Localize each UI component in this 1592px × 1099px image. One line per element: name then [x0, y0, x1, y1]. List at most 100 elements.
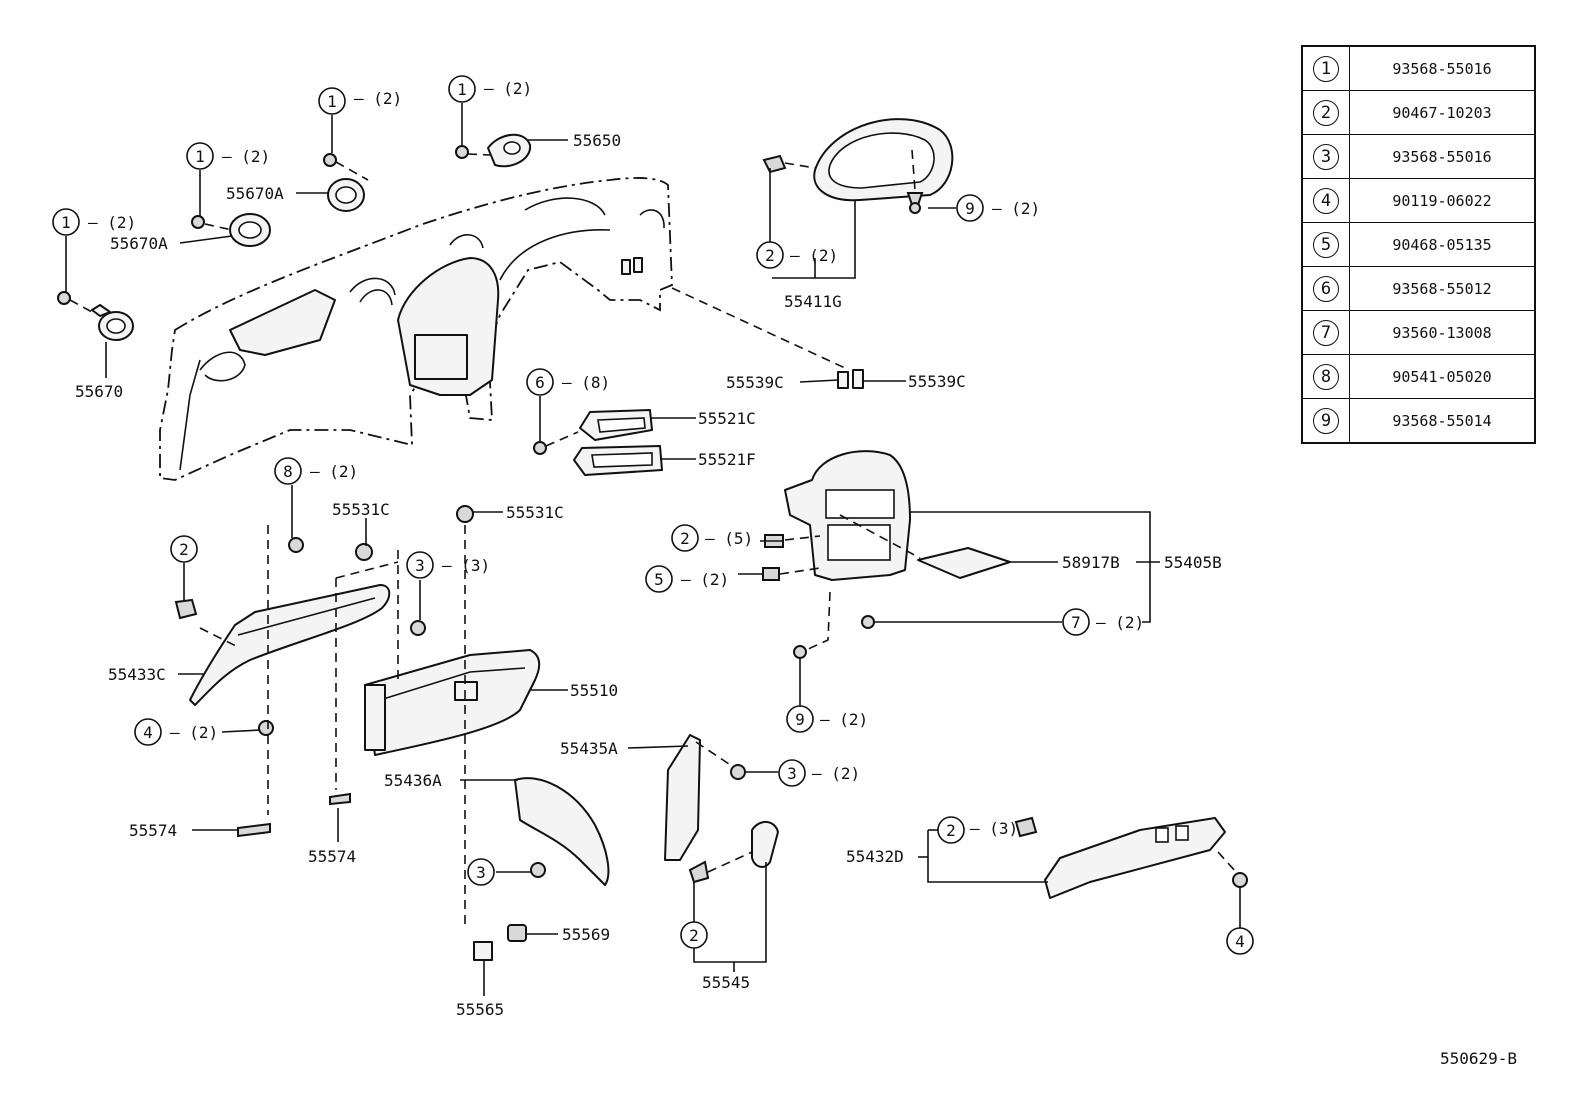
label-55569: 55569	[562, 925, 610, 944]
svg-text:– (2): – (2)	[310, 462, 358, 481]
svg-text:2: 2	[680, 529, 690, 548]
legend-row: 8 90541-05020	[1301, 354, 1536, 399]
svg-text:3: 3	[415, 556, 425, 575]
label-55670A-2: 55670A	[226, 184, 284, 203]
coin-pocket-55521F	[573, 445, 663, 476]
label-55521F: 55521F	[698, 450, 756, 469]
svg-text:1: 1	[61, 213, 71, 232]
svg-text:3: 3	[476, 863, 486, 882]
legend-index: 7	[1313, 319, 1339, 346]
svg-text:1: 1	[327, 92, 337, 111]
glove-box-55510	[364, 649, 541, 756]
callout-2-d: 2	[680, 921, 708, 949]
svg-text:– (2): – (2)	[88, 213, 136, 232]
clip-icon	[174, 505, 474, 838]
clip-55569	[507, 924, 527, 942]
legend-index: 2	[1313, 99, 1339, 126]
callout-3-c: 3	[467, 858, 495, 886]
label-58917B: 58917B	[1062, 553, 1120, 572]
coin-pocket-55521C	[579, 409, 653, 441]
center-bezel-55405B	[784, 450, 1011, 581]
legend-index: 9	[1313, 407, 1339, 434]
svg-text:2: 2	[946, 821, 956, 840]
center-vent-55670A-left	[229, 213, 271, 247]
svg-text:– (8): – (8)	[562, 373, 610, 392]
vent-55650	[487, 133, 532, 168]
svg-text:– (2): – (2)	[790, 246, 838, 265]
svg-text:– (2): – (2)	[354, 89, 402, 108]
legend-part-number: 90467-10203	[1349, 90, 1536, 135]
lower-panel-55433C	[189, 584, 391, 706]
legend-index: 5	[1313, 231, 1339, 258]
label-55433C: 55433C	[108, 665, 166, 684]
lower-cover-55432D	[1014, 816, 1226, 899]
legend-row: 9 93568-55014	[1301, 398, 1536, 444]
svg-text:7: 7	[1071, 613, 1081, 632]
callout-2-e: 2 – (3)	[937, 816, 1018, 844]
callout-4-a: 4 – (2)	[134, 718, 218, 746]
callout-1-c: 1 – (2)	[318, 87, 402, 115]
svg-text:– (2): – (2)	[681, 570, 729, 589]
legend-part-number: 90468-05135	[1349, 222, 1536, 267]
callout-9-a: 9 – (2)	[956, 194, 1040, 222]
callout-1-d: 1 – (2)	[448, 75, 532, 103]
leader-lines	[65, 103, 1241, 996]
svg-text:– (2): – (2)	[484, 79, 532, 98]
cover-55545	[688, 821, 779, 884]
label-55539C-1: 55539C	[726, 373, 784, 392]
drawing-code: 550629-B	[1440, 1049, 1518, 1068]
legend-part-number: 90541-05020	[1349, 354, 1536, 399]
callout-1-a: 1 – (2)	[52, 208, 136, 236]
label-55432D: 55432D	[846, 847, 904, 866]
svg-text:8: 8	[283, 462, 293, 481]
legend-row: 2 90467-10203	[1301, 90, 1536, 135]
svg-text:9: 9	[965, 199, 975, 218]
label-55670A-1: 55670A	[110, 234, 168, 253]
callout-9-b: 9 – (2)	[786, 705, 868, 733]
callout-3-b: 3 – (2)	[778, 759, 860, 787]
legend-index: 4	[1313, 187, 1339, 214]
side-panel-55435A	[664, 734, 701, 861]
legend-part-number: 93568-55016	[1349, 45, 1536, 91]
legend-row: 7 93560-13008	[1301, 310, 1536, 355]
label-55539C-2: 55539C	[908, 372, 966, 391]
svg-text:– (2): – (2)	[992, 199, 1040, 218]
svg-text:– (5): – (5)	[705, 529, 753, 548]
cluster-hood-55411G	[762, 118, 954, 202]
legend-row: 3 93568-55016	[1301, 134, 1536, 179]
label-55670: 55670	[75, 382, 123, 401]
bracket-55436A	[514, 777, 610, 886]
part-number-legend: 1 93568-55016 2 90467-10203 3 93568-5501…	[1301, 45, 1536, 444]
part-labels: 55670 55670A 55670A 55650 55411G 55539C …	[75, 131, 1222, 1019]
legend-index: 8	[1313, 363, 1339, 390]
svg-text:3: 3	[787, 764, 797, 783]
legend-part-number: 90119-06022	[1349, 178, 1536, 223]
callout-2-a: 2 – (2)	[756, 241, 838, 269]
legend-row: 6 93568-55012	[1301, 266, 1536, 311]
pad-55565	[473, 941, 493, 961]
svg-text:– (2): – (2)	[820, 710, 868, 729]
instrument-panel	[159, 177, 673, 481]
label-55545: 55545	[702, 973, 750, 992]
svg-text:9: 9	[795, 710, 805, 729]
callout-4-b: 4	[1226, 927, 1254, 955]
label-55650: 55650	[573, 131, 621, 150]
clip-icon	[906, 192, 924, 214]
label-55411G: 55411G	[784, 292, 842, 311]
svg-text:1: 1	[457, 80, 467, 99]
center-vent-55670A-right	[327, 178, 365, 212]
svg-text:2: 2	[765, 246, 775, 265]
svg-text:4: 4	[1235, 932, 1245, 951]
legend-row: 1 93568-55016	[1301, 45, 1536, 91]
callout-8: 8 – (2)	[274, 457, 358, 485]
legend-part-number: 93560-13008	[1349, 310, 1536, 355]
label-55574-2: 55574	[308, 847, 356, 866]
svg-text:– (2): – (2)	[222, 147, 270, 166]
legend-index: 3	[1313, 143, 1339, 170]
callout-7: 7 – (2)	[1062, 608, 1144, 636]
callout-2-c: 2 – (5)	[671, 524, 753, 552]
callout-2-b: 2	[170, 535, 198, 563]
callout-5: 5 – (2)	[645, 565, 729, 593]
side-vent-55670	[91, 304, 134, 341]
